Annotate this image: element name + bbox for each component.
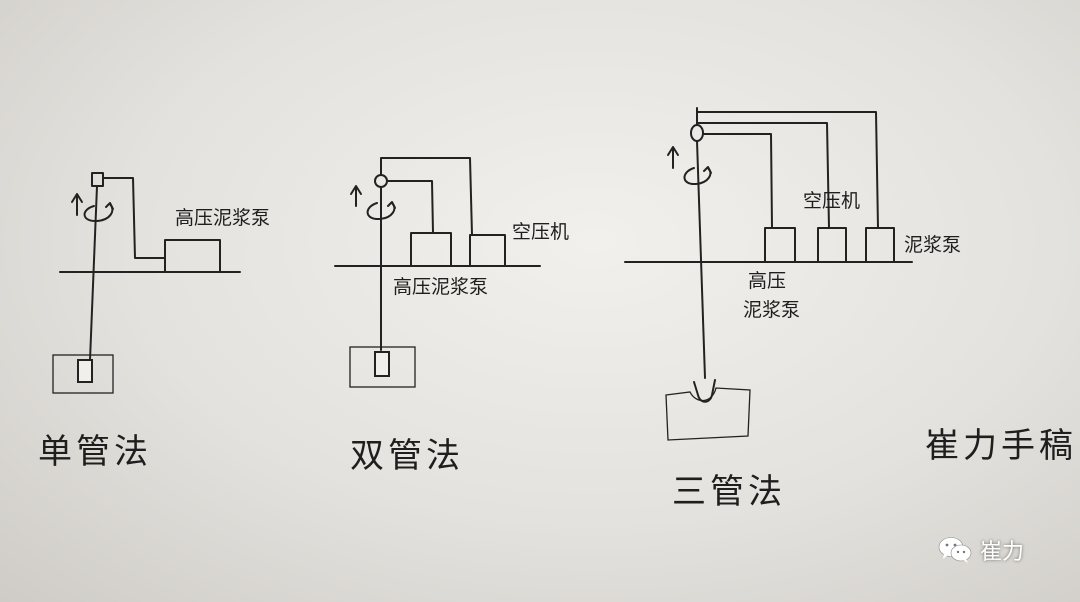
triple-method-label: 三管法 — [672, 472, 786, 512]
rotation-icon — [83, 202, 114, 223]
grout-hose — [386, 180, 434, 234]
rotation-icon — [366, 201, 396, 221]
triple-tube-diagram — [624, 107, 913, 441]
double-pump-label: 高压泥浆泵 — [393, 276, 489, 298]
drill-rod — [696, 140, 706, 379]
single-pump-label: 高压泥浆泵 — [175, 207, 271, 229]
compressor-box — [469, 234, 506, 267]
double-tube-diagram — [334, 157, 541, 388]
nozzle — [374, 351, 390, 377]
up-arrow-icon — [350, 185, 362, 207]
up-arrow-icon — [71, 193, 83, 216]
single-method-label: 单管法 — [38, 432, 152, 472]
air-hose — [380, 157, 473, 236]
triple-hp-pump-label-line1: 高压 — [748, 270, 787, 292]
swivel-head — [690, 124, 704, 142]
grout-hose — [102, 177, 166, 259]
watermark: 崔力 — [938, 530, 1024, 570]
triple-hp-pump-label-line2: 泥浆泵 — [743, 299, 801, 321]
nozzle-head — [693, 379, 716, 403]
nozzle — [77, 359, 93, 383]
hp-pump-box — [164, 239, 221, 273]
air-hose — [696, 122, 830, 229]
mud-pump-box — [865, 227, 895, 263]
single-tube-diagram — [52, 172, 241, 394]
signature: 崔力手稿 — [925, 426, 1077, 466]
hp-grout-hose — [702, 133, 773, 229]
grout-column — [665, 387, 751, 441]
compressor-box — [817, 227, 847, 263]
hp-pump-box — [764, 227, 796, 263]
swivel-head — [91, 172, 104, 187]
swivel-head — [374, 174, 388, 188]
watermark-text: 崔力 — [980, 540, 1025, 565]
soil-block — [349, 346, 416, 388]
soil-block — [52, 354, 114, 394]
wechat-icon — [938, 537, 972, 563]
hp-pump-box — [410, 232, 452, 267]
triple-mud-pump-label: 泥浆泵 — [904, 234, 962, 256]
drill-rod — [89, 185, 98, 361]
rotation-icon — [683, 166, 712, 186]
up-arrow-icon — [667, 146, 679, 169]
double-method-label: 双管法 — [350, 436, 464, 476]
triple-compressor-label: 空压机 — [803, 190, 861, 212]
mud-pump-hose — [696, 111, 879, 229]
double-compressor-label: 空压机 — [512, 221, 570, 243]
